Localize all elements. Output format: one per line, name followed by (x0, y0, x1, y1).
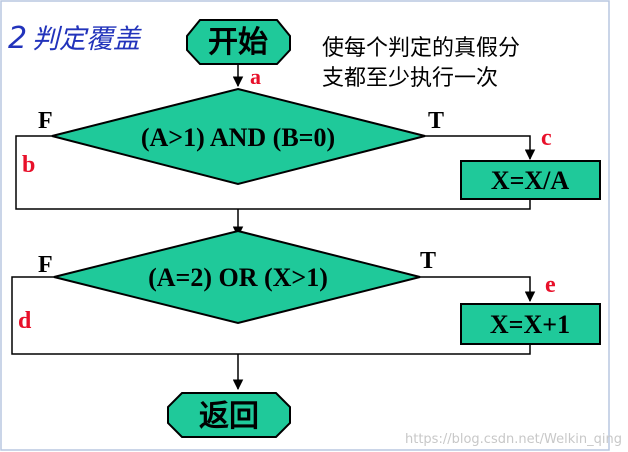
decision-2-false-label: F (38, 252, 53, 278)
edge-decision-1-false (15, 135, 238, 210)
decision-1-condition: (A>1) AND (B=0) (141, 123, 335, 152)
decision-2-condition: (A=2) OR (X>1) (148, 263, 328, 292)
process-1-label: X=X/A (491, 166, 570, 195)
path-label-b: b (22, 152, 35, 178)
process-2-box (460, 303, 601, 345)
title-number: 2 (8, 21, 27, 56)
process-1-box (460, 160, 601, 200)
path-label-a: a (250, 64, 261, 89)
decision-1-true-label: T (428, 108, 444, 134)
end-node-label: 返回 (199, 399, 259, 434)
watermark: https://blog.csdn.net/Welkin_qing (405, 432, 622, 447)
edge-decision-2-false (11, 276, 238, 355)
edge-decision-2-true (420, 276, 536, 303)
path-label-d: d (18, 308, 32, 334)
start-node-label: 开始 (208, 25, 268, 60)
slide-frame (0, 0, 610, 451)
description-line-1: 使每个判定的真假分 (322, 36, 520, 61)
start-node (186, 19, 291, 65)
process-2-label: X=X+1 (490, 310, 570, 339)
title-text: 判定覆盖 (32, 24, 142, 55)
edge-process-2-merge (238, 344, 531, 355)
description-line-2: 支都至少执行一次 (322, 66, 498, 91)
edge-decision-1-true (425, 135, 536, 161)
edge-process-1-merge (238, 199, 531, 210)
decision-2-true-label: T (420, 248, 436, 274)
decision-2-diamond (53, 229, 421, 325)
decision-1-diamond (51, 87, 426, 186)
end-node (167, 392, 291, 438)
path-label-e: e (545, 272, 556, 298)
path-label-c: c (541, 125, 552, 151)
decision-1-false-label: F (38, 108, 53, 134)
